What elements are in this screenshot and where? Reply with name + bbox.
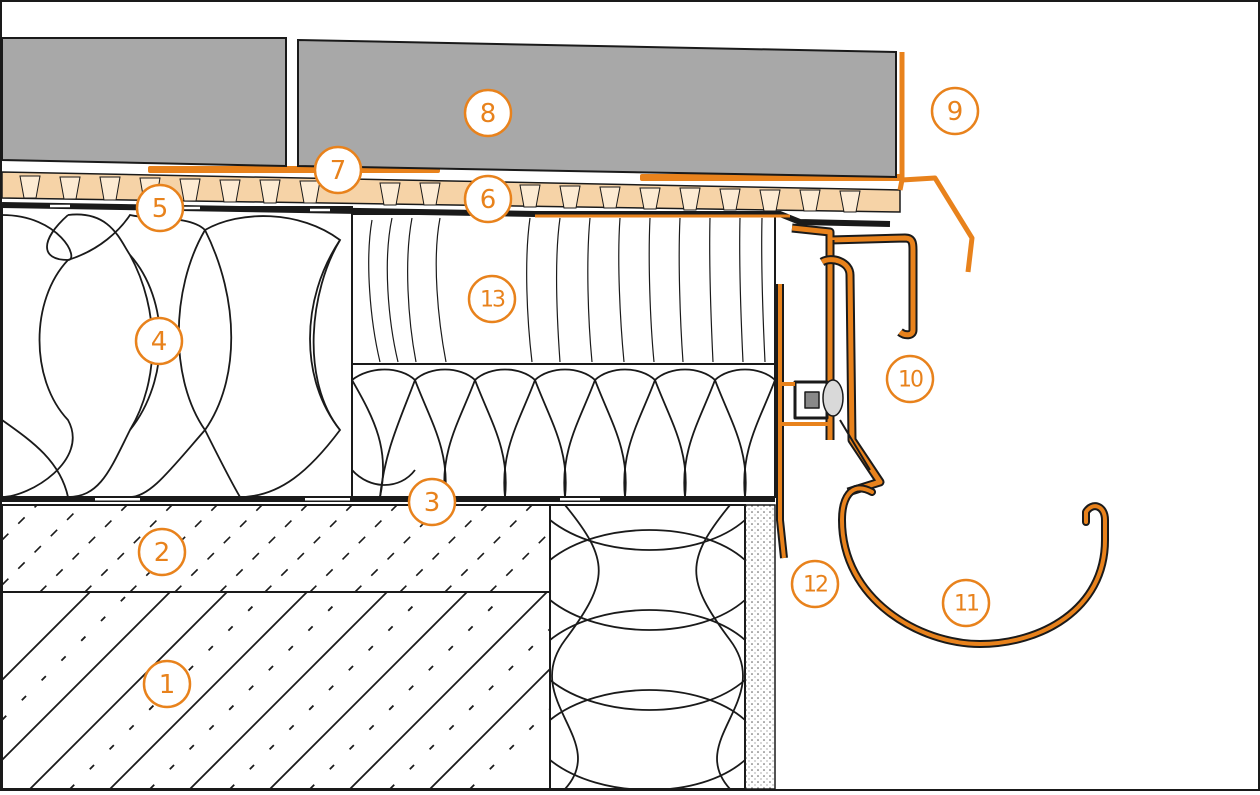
callout-circle bbox=[134, 316, 184, 366]
callout-12: 12 bbox=[790, 559, 840, 609]
callout-circle bbox=[407, 477, 457, 527]
callout-number: 11 bbox=[954, 592, 978, 617]
callout-number: 3 bbox=[424, 488, 441, 518]
screed-layer bbox=[1, 504, 551, 593]
callout-number: 8 bbox=[480, 99, 497, 129]
wall-insulation bbox=[549, 504, 776, 791]
callout-4: 4 bbox=[134, 316, 184, 366]
callout-number: 7 bbox=[330, 156, 347, 186]
callout-6: 6 bbox=[463, 174, 513, 224]
edge-profile bbox=[897, 52, 975, 273]
callout-8: 8 bbox=[463, 88, 513, 138]
callout-number: 4 bbox=[151, 327, 168, 357]
fascia-plate bbox=[776, 284, 830, 559]
callout-circle bbox=[467, 274, 517, 324]
callout-5: 5 bbox=[135, 183, 185, 233]
callout-number: 2 bbox=[154, 538, 171, 568]
timber-beam bbox=[351, 213, 776, 365]
callout-number: 9 bbox=[947, 97, 964, 127]
floor-tiles bbox=[1, 37, 897, 179]
callout-13: 13 bbox=[467, 274, 517, 324]
callout-circle bbox=[790, 559, 840, 609]
callout-11: 11 bbox=[941, 578, 991, 628]
callout-number: 13 bbox=[480, 288, 505, 313]
waterproof-membrane bbox=[1, 202, 891, 227]
callout-circle bbox=[930, 86, 980, 136]
callout-7: 7 bbox=[313, 145, 363, 195]
concrete-slab bbox=[1, 591, 551, 790]
callout-circle bbox=[885, 354, 935, 404]
callout-circle bbox=[463, 88, 513, 138]
callout-circle bbox=[463, 174, 513, 224]
callout-number: 5 bbox=[152, 194, 169, 224]
callout-number: 12 bbox=[803, 573, 827, 598]
drainage-mat bbox=[1, 171, 901, 213]
callout-number: 6 bbox=[480, 185, 497, 215]
callout-number: 10 bbox=[898, 368, 923, 393]
callout-circle bbox=[135, 183, 185, 233]
callout-circle bbox=[941, 578, 991, 628]
rain-gutter bbox=[838, 484, 1109, 648]
callout-2: 2 bbox=[137, 527, 187, 577]
callout-number: 1 bbox=[159, 670, 176, 700]
timber-level-insulation bbox=[351, 363, 776, 498]
callout-circle bbox=[137, 527, 187, 577]
gutter-bracket bbox=[791, 223, 918, 497]
callout-10: 10 bbox=[885, 354, 935, 404]
callout-circle bbox=[313, 145, 363, 195]
callout-3: 3 bbox=[407, 477, 457, 527]
callout-9: 9 bbox=[930, 86, 980, 136]
callout-circle bbox=[142, 659, 192, 709]
callout-1: 1 bbox=[142, 659, 192, 709]
